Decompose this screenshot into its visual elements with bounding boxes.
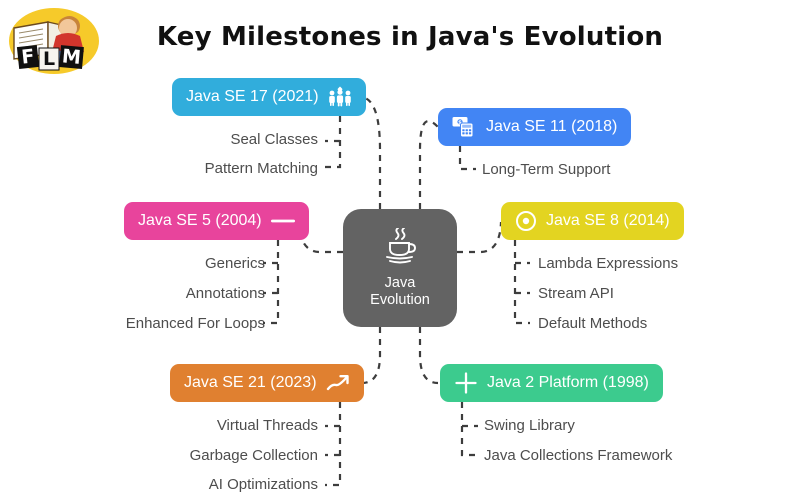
branch-label-java-se-5: Java SE 5 (2004) — [138, 212, 262, 229]
branch-label-java-2-platform: Java 2 Platform (1998) — [487, 374, 649, 391]
people-group-icon — [328, 86, 352, 108]
leaf-garbage-collection: Garbage Collection — [189, 447, 318, 464]
money-calculator-icon: $ — [452, 116, 477, 138]
branch-label-java-se-11: Java SE 11 (2018) — [486, 118, 618, 135]
plus-icon — [454, 371, 478, 395]
leaf-stream-api: Stream API — [538, 285, 614, 302]
leaf-ai-optimizations: AI Optimizations — [208, 476, 318, 493]
branch-node-java-2-platform[interactable]: Java 2 Platform (1998) — [440, 364, 663, 402]
leaf-java-collections-framework: Java Collections Framework — [484, 447, 673, 464]
branch-node-java-se-21[interactable]: Java SE 21 (2023) — [170, 364, 364, 402]
leaf-pattern-matching: Pattern Matching — [204, 160, 318, 177]
page-title: Key Milestones in Java's Evolution — [156, 22, 664, 52]
branch-node-java-se-8[interactable]: Java SE 8 (2014) — [501, 202, 684, 240]
center-node-line2: Evolution — [370, 291, 430, 308]
java-coffee-cup-icon — [379, 226, 421, 271]
center-node-label: Java Evolution — [370, 275, 430, 309]
svg-text:F: F — [20, 45, 35, 68]
leaf-lambda-expressions: Lambda Expressions — [538, 255, 679, 272]
branch-node-java-se-11[interactable]: $ Java SE 11 (2018) — [438, 108, 632, 146]
branch-label-java-se-17: Java SE 17 (2021) — [186, 88, 319, 105]
leaf-long-term-support: Long-Term Support — [482, 161, 611, 178]
branch-node-java-se-17[interactable]: Java SE 17 (2021) — [172, 78, 366, 116]
leaf-swing-library: Swing Library — [484, 417, 575, 434]
center-node-line1: Java — [384, 274, 416, 291]
leaf-seal-classes: Seal Classes — [230, 131, 318, 148]
leaf-default-methods: Default Methods — [538, 315, 648, 332]
leaf-enhanced-for-loops: Enhanced For Loops — [125, 315, 265, 332]
trending-up-arrow-icon — [326, 373, 350, 393]
branch-node-java-se-5[interactable]: Java SE 5 (2004) — [124, 202, 309, 240]
center-node-java-evolution[interactable]: Java Evolution — [343, 209, 457, 327]
leaf-generics: Generics — [204, 255, 265, 272]
svg-text:L: L — [43, 48, 55, 70]
leaf-annotations: Annotations — [185, 285, 265, 302]
target-circle-icon — [515, 210, 537, 232]
dash-line-icon — [270, 215, 295, 227]
svg-text:M: M — [61, 45, 82, 69]
flm-logo: F L M — [8, 6, 100, 76]
branch-label-java-se-21: Java SE 21 (2023) — [184, 374, 317, 391]
leaf-virtual-threads: Virtual Threads — [216, 417, 318, 434]
branch-label-java-se-8: Java SE 8 (2014) — [546, 212, 670, 229]
svg-text:$: $ — [458, 120, 462, 126]
